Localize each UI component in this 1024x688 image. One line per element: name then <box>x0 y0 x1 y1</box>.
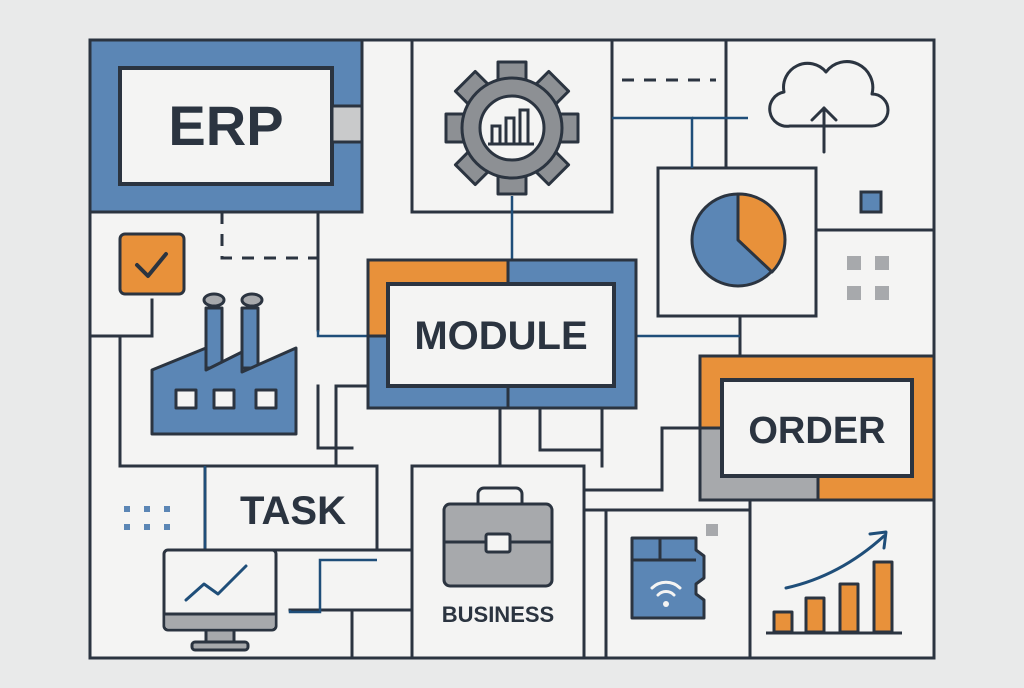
pie-chart-icon <box>690 192 787 288</box>
order-block: ORDER <box>698 354 936 502</box>
checkbox-icon <box>118 232 186 296</box>
factory-icon <box>150 292 298 436</box>
order-label: ORDER <box>748 410 885 452</box>
gear-chart-icon <box>444 60 580 196</box>
small-square-icon <box>859 190 883 214</box>
briefcase-icon <box>442 486 554 588</box>
grid-dots-icon <box>847 256 889 300</box>
cloud-upload-icon <box>768 60 890 154</box>
module-label: MODULE <box>414 314 587 358</box>
business-label: BUSINESS <box>442 602 554 627</box>
memory-card-wifi-icon <box>630 524 718 620</box>
growth-bar-chart-icon <box>766 530 902 635</box>
monitor-chart-icon <box>162 548 278 652</box>
erp-block: ERP <box>88 38 364 214</box>
erp-label: ERP <box>168 94 283 157</box>
task-label: TASK <box>240 489 346 533</box>
dot-grid-icon <box>124 506 170 530</box>
dashed-connectors <box>220 78 716 260</box>
connector-lines <box>203 116 748 614</box>
module-block: MODULE <box>366 258 638 410</box>
